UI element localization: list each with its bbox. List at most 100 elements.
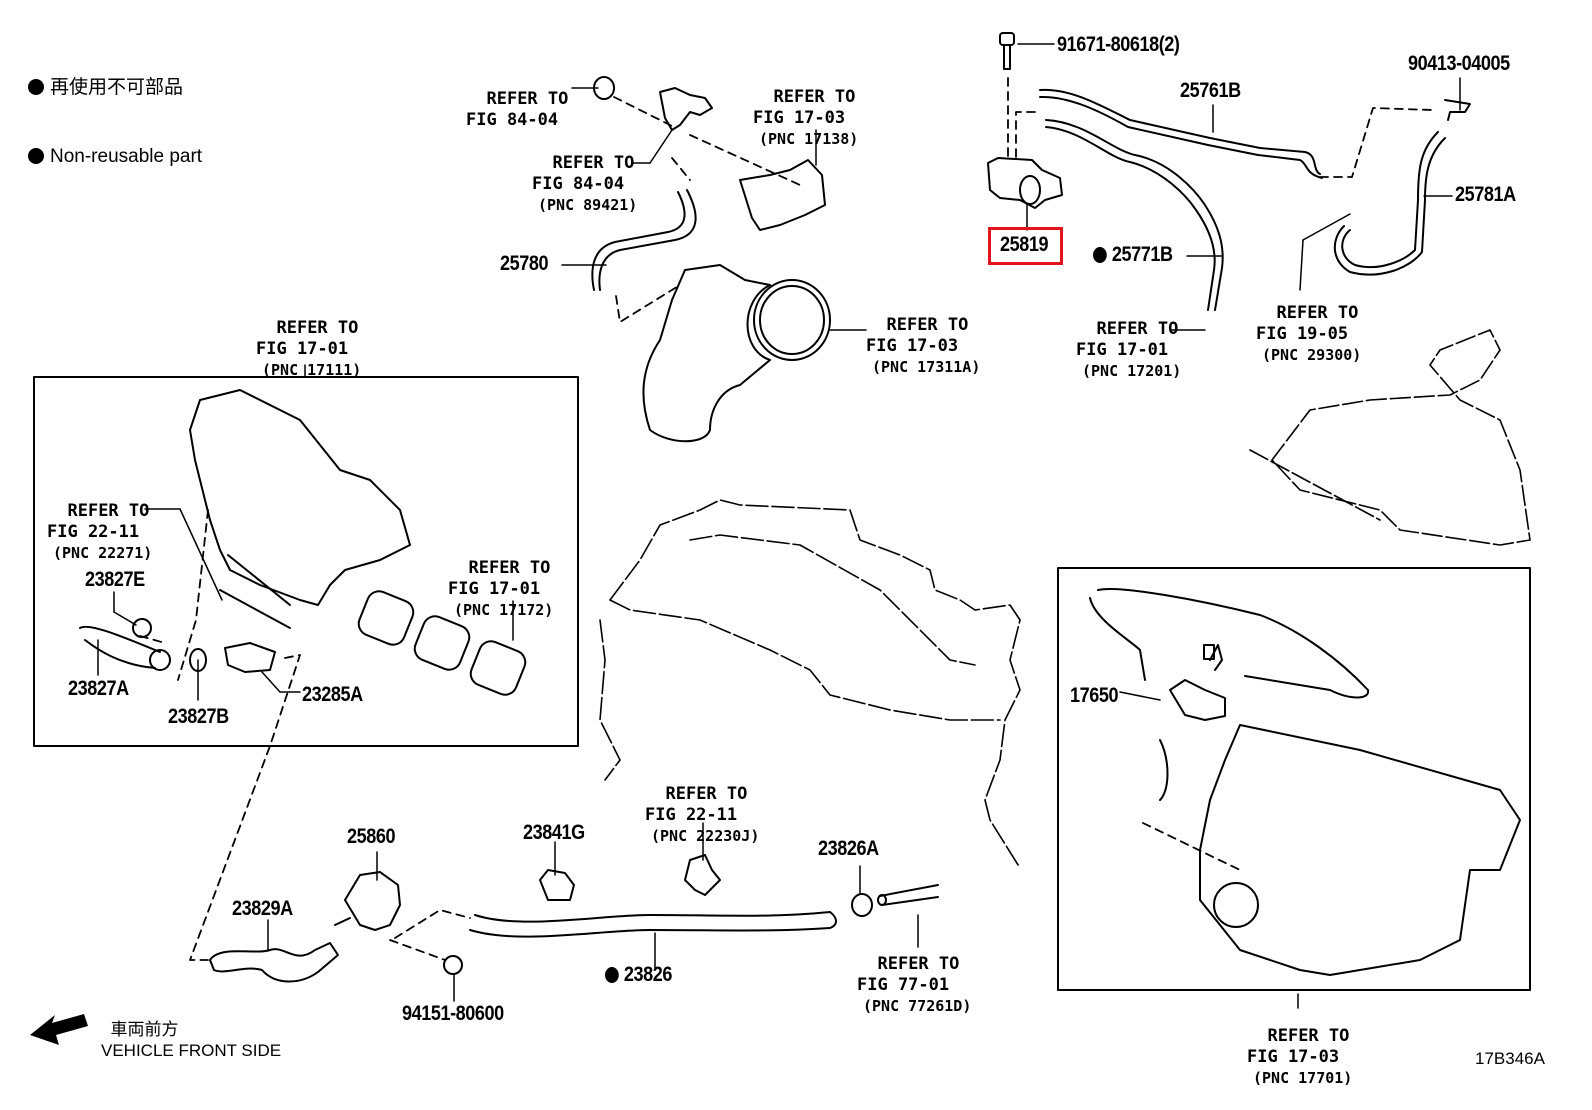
part-label-25780[interactable]: 25780: [500, 252, 549, 275]
ref-line1: REFER TO: [1096, 319, 1179, 339]
part-label-23841g[interactable]: 23841G: [523, 821, 585, 844]
leader-lines: [97, 43, 1461, 1009]
ref-line1: REFER TO: [877, 954, 960, 974]
part-label-25781a[interactable]: 25781A: [1455, 183, 1516, 206]
ref-line1: REFER TO: [67, 501, 150, 521]
part-label-90413-04005[interactable]: 90413-04005: [1408, 52, 1510, 75]
air-cleaner-assembly-art: [1089, 588, 1521, 976]
ref-pnc: (PNC 17138): [759, 130, 859, 148]
bracket-22230j-art: [684, 854, 721, 896]
ref-line1: REFER TO: [276, 318, 359, 338]
small-hose-parts-art: [79, 618, 276, 673]
air-cleaner-group-box: [1057, 567, 1531, 991]
ref-line2: FIG 17-03: [753, 108, 846, 128]
non-reusable-marker-icon: [28, 79, 44, 95]
manifold-gasket-art: [357, 590, 527, 696]
intake-duct-art: [642, 264, 831, 443]
part-label-23827e[interactable]: 23827E: [85, 568, 145, 591]
ref-pnc: (PNC 17111): [262, 361, 362, 379]
part-label-25860[interactable]: 25860: [347, 825, 396, 848]
part-label-91671-80618[interactable]: 91671-80618(2): [1057, 33, 1180, 56]
non-reusable-marker-icon: [605, 967, 619, 983]
ref-pnc: (PNC 77261D): [863, 997, 972, 1015]
part-label-23829a[interactable]: 23829A: [232, 897, 293, 920]
ref-line1: REFER TO: [468, 558, 551, 578]
legend-row-en: Non-reusable part: [28, 145, 202, 168]
front-label-jp: 車両前方: [110, 1020, 179, 1039]
ref-line2: FIG 19-05: [1256, 324, 1349, 344]
part-label-25761b[interactable]: 25761B: [1180, 79, 1241, 102]
ref-line2: FIG 17-01: [256, 339, 349, 359]
highlight-box-25819: [988, 227, 1063, 265]
part-number: 25771B: [1111, 243, 1173, 266]
ref-pnc: (PNC 22271): [53, 544, 153, 562]
ref-pnc: (PNC 17201): [1082, 362, 1182, 380]
hose-25761b-art: [1039, 88, 1323, 311]
valve-25860-art: [334, 871, 401, 931]
diagram-code: 17B346A: [1475, 1049, 1545, 1068]
part-label-17650[interactable]: 17650: [1070, 684, 1119, 707]
clamp-23826a-art: [851, 893, 873, 917]
hose-23826-art: [469, 911, 837, 938]
ref-line1: REFER TO: [552, 153, 635, 173]
non-reusable-marker-icon: [28, 148, 44, 164]
part-label-23827a[interactable]: 23827A: [68, 677, 129, 700]
legend-text-jp: 再使用不可部品: [50, 77, 184, 98]
screw-17650-art: [1203, 644, 1215, 660]
ref-line2: FIG 22-11: [47, 522, 140, 542]
ref-pnc: (PNC 17701): [1253, 1069, 1353, 1087]
bolt-91671-art: [999, 32, 1015, 70]
ref-line1: REFER TO: [1276, 303, 1359, 323]
intake-manifold-group-box: [33, 376, 579, 747]
non-reusable-marker-icon: [1093, 247, 1107, 263]
ref-pnc: (PNC 89421): [538, 196, 638, 214]
ref-line2: FIG 17-01: [1076, 340, 1169, 360]
ref-pnc: (PNC 22230J): [651, 827, 760, 845]
ref-line2: FIG 77-01: [857, 975, 950, 995]
part-label-25819[interactable]: 25819: [1000, 233, 1049, 256]
pipe-77261d-art: [877, 884, 939, 906]
ref-line2: FIG 17-03: [1247, 1047, 1340, 1067]
nut-94151-art: [443, 955, 463, 975]
part-label-25771b[interactable]: 25771B: [1093, 244, 1173, 265]
ref-line2: FIG 84-04: [466, 110, 559, 130]
part-label-23827b[interactable]: 23827B: [168, 705, 229, 728]
ref-line2: FIG 17-01: [448, 579, 541, 599]
ref-pnc: (PNC 29300): [1262, 346, 1362, 364]
ref-line1: REFER TO: [665, 784, 748, 804]
ref-pnc: (PNC 17172): [454, 601, 554, 619]
hose-23829a-art: [209, 942, 339, 983]
vehicle-front-arrow-icon: [30, 1014, 88, 1045]
ref-line1: REFER TO: [773, 87, 856, 107]
hose-25781a-art: [1334, 99, 1471, 276]
part-label-23285a[interactable]: 23285A: [302, 683, 363, 706]
clamp-23841g-art: [539, 869, 575, 901]
legend-row-jp: 再使用不可部品: [28, 76, 202, 99]
part-label-23826[interactable]: 23826: [605, 964, 672, 985]
vsv-25819-art: [987, 157, 1063, 209]
sensor-bracket-art: [593, 76, 826, 231]
part-label-94151-80600[interactable]: 94151-80600: [402, 1002, 504, 1025]
hose-25780-art: [591, 189, 697, 291]
air-cleaner-cover-art: [1249, 329, 1531, 546]
vehicle-front-side-label: 車両前方 VEHICLE FRONT SIDE: [101, 998, 281, 1061]
ref-pnc: (PNC 17311A): [872, 358, 981, 376]
front-label-en: VEHICLE FRONT SIDE: [101, 1041, 282, 1060]
ref-line2: FIG 22-11: [645, 805, 738, 825]
ref-line1: REFER TO: [886, 315, 969, 335]
ref-line1: REFER TO: [1267, 1026, 1350, 1046]
part-label-23826a[interactable]: 23826A: [818, 837, 879, 860]
